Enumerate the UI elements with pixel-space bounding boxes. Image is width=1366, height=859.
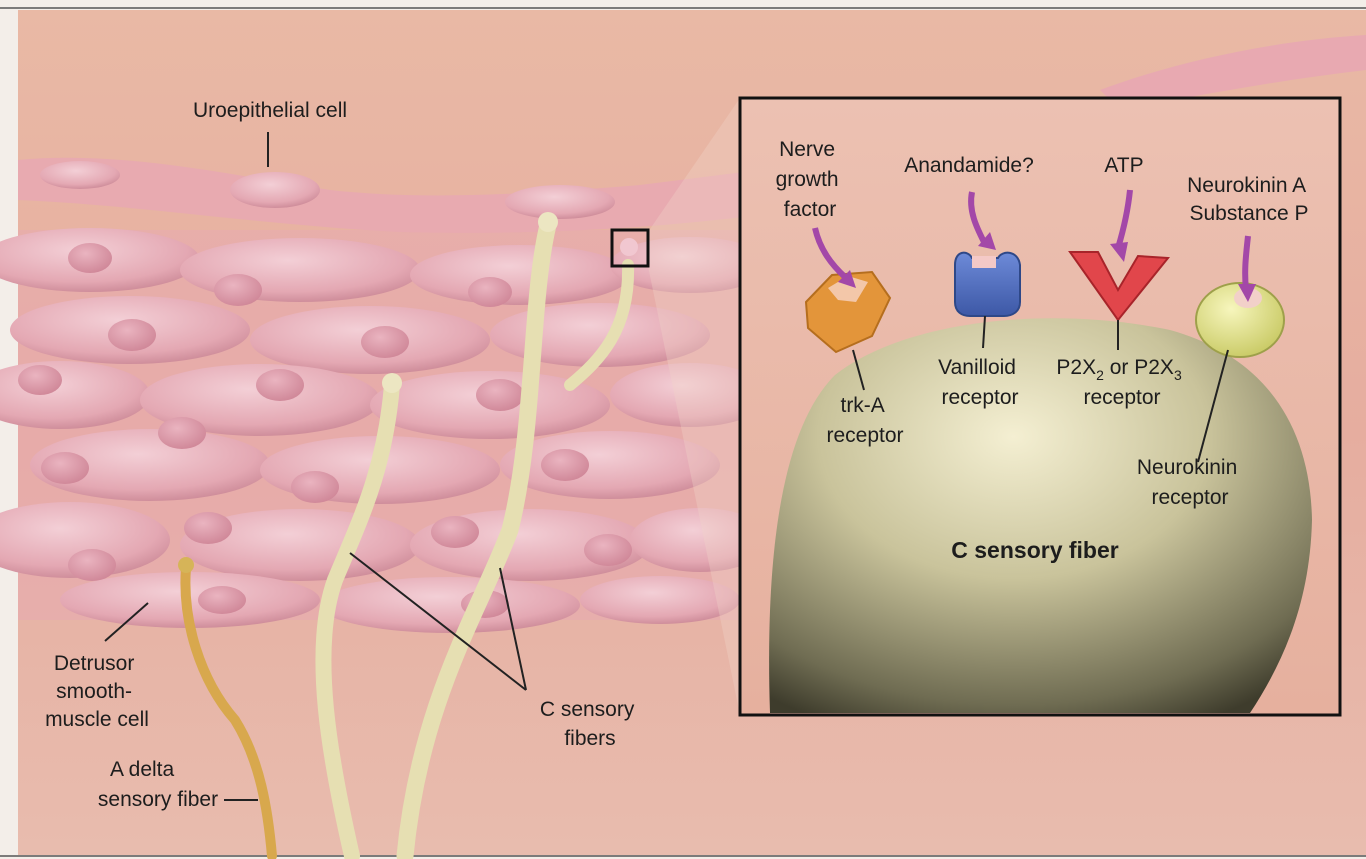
c-fiber-dome [769, 318, 1312, 713]
nk-arrow [1245, 236, 1248, 290]
label-detrusor: Detrusor smooth- muscle cell [45, 652, 149, 731]
inset-panel: C sensory fiber [740, 98, 1340, 715]
label-atp: ATP [1104, 154, 1143, 177]
label-ngf: Nerve growth factor [776, 138, 845, 221]
label-anandamide: Anandamide? [904, 154, 1034, 177]
inset-fiber-label: C sensory fiber [951, 537, 1118, 563]
label-uroepithelial: Uroepithelial cell [193, 99, 347, 122]
